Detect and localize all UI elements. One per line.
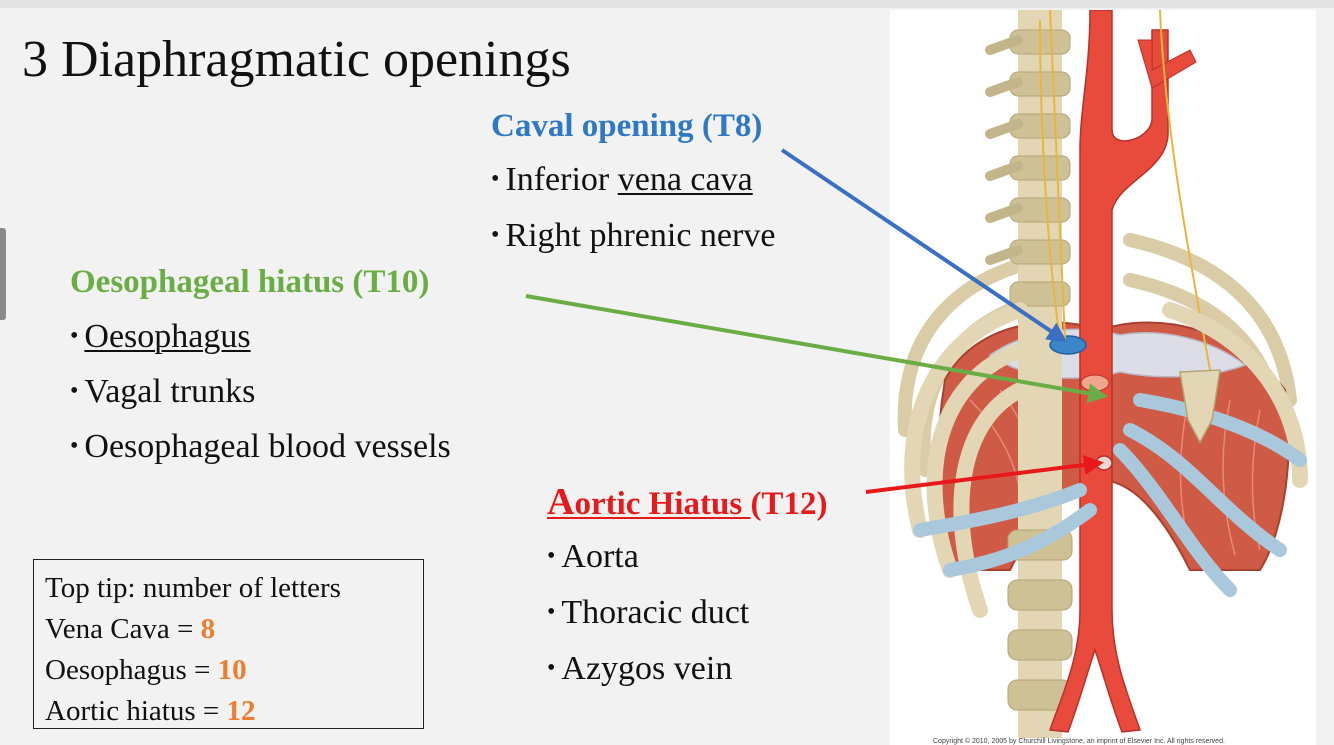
oesophageal-hiatus-heading: Oesophageal hiatus (T10) (70, 264, 430, 300)
aortic-heading-underlined: Aortic Hiatus (547, 483, 751, 522)
list-item-text: Vagal trunks (84, 373, 256, 410)
slide-title: 3 Diaphragmatic openings (22, 31, 571, 88)
aortic-contents-list: Aorta Thoracic duct Azygos vein (547, 540, 749, 686)
aorta (1048, 10, 1169, 733)
oesophagus (1080, 374, 1110, 392)
aortic-heading-rest: ortic Hiatus (574, 486, 751, 522)
list-item: Oesophageal blood vessels (70, 428, 451, 465)
list-item: Right phrenic nerve (491, 219, 775, 253)
list-item-underlined-text: Oesophagus (84, 318, 251, 355)
list-item: Azygos vein (547, 652, 749, 686)
list-item: Inferior vena cava (491, 163, 775, 219)
caval-opening-heading: Caval opening (T8) (491, 108, 763, 144)
list-item: Oesophagus (70, 320, 451, 375)
list-item-underlined-text: vena cava (617, 161, 753, 198)
tip-label: Vena Cava = (45, 613, 201, 645)
list-item-text: Oesophageal blood vessels (84, 428, 451, 465)
tip-value: 8 (200, 613, 216, 645)
diaphragm-anatomy-illustration (897, 10, 1308, 738)
aortic-branches (1137, 39, 1197, 89)
list-item-text: Inferior (505, 161, 618, 198)
oesophageal-contents-list: Oesophagus Vagal trunks Oesophageal bloo… (70, 320, 451, 465)
tip-label: Oesophagus = (45, 654, 218, 686)
inferior-vena-cava (1049, 335, 1087, 355)
costal-cartilages (913, 393, 1307, 597)
aortic-heading-initial: A (547, 481, 575, 523)
aortic-hiatus (1095, 455, 1113, 471)
tip-title: Top tip: number of letters (45, 572, 341, 604)
tip-value: 12 (226, 695, 256, 727)
top-strip (0, 0, 1334, 8)
list-item: Aorta (547, 540, 749, 596)
tip-row: Aortic hiatus = 12 (45, 691, 423, 732)
tip-label: Aortic hiatus = (45, 695, 227, 727)
tip-row: Oesophagus = 10 (45, 650, 423, 691)
xiphoid-process (1179, 369, 1221, 444)
list-item: Vagal trunks (70, 375, 451, 430)
aortic-hiatus-heading: Aortic Hiatus (T12) (547, 483, 827, 521)
tip-row: Vena Cava = 8 (45, 609, 423, 650)
top-tip-box: Top tip: number of letters Vena Cava = 8… (33, 559, 424, 729)
list-item-text: Right phrenic nerve (505, 217, 776, 254)
tip-value: 10 (217, 654, 247, 686)
aortic-heading-level: (T12) (750, 486, 828, 522)
copyright-notice: Copyright © 2010, 2005 by Churchill Livi… (933, 738, 1225, 745)
scroll-handle[interactable] (0, 228, 6, 320)
caval-contents-list: Inferior vena cava Right phrenic nerve (491, 163, 775, 253)
list-item: Thoracic duct (547, 596, 749, 652)
